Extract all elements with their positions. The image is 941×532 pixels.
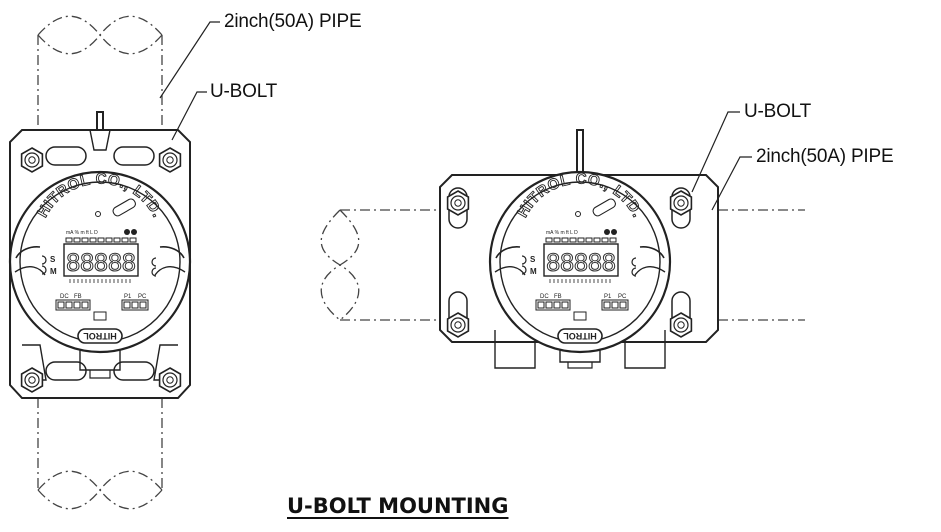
svg-text:FB: FB: [74, 294, 82, 300]
svg-text:P1: P1: [604, 294, 612, 300]
horizontal-pipe: [320, 209, 805, 321]
svg-text:S: S: [50, 255, 56, 264]
left-u-bolt-label: U-BOLT: [210, 81, 278, 102]
right-pipe-label: 2inch(50A) PIPE: [756, 146, 894, 167]
svg-text:88888: 88888: [546, 249, 616, 277]
svg-text:88888: 88888: [66, 249, 136, 277]
svg-text:P1: P1: [124, 294, 132, 300]
svg-text:PC: PC: [138, 294, 147, 300]
svg-text:HITROL: HITROL: [83, 331, 117, 341]
svg-text:M: M: [50, 267, 57, 276]
svg-text:FB: FB: [554, 294, 562, 300]
right-label-leaders: [691, 111, 752, 211]
right-u-bolt-label: U-BOLT: [744, 101, 812, 122]
left-transmitter: HITROL CO., LTD. mA % m ft L D 88888 S M…: [8, 170, 192, 354]
left-label-leaders: [159, 21, 220, 141]
svg-text:DC: DC: [60, 294, 69, 300]
svg-text:mA % m ft L D: mA % m ft L D: [66, 230, 98, 236]
svg-text:DC: DC: [540, 294, 549, 300]
svg-text:S: S: [530, 255, 536, 264]
left-pipe-label: 2inch(50A) PIPE: [224, 11, 362, 32]
svg-text:HITROL: HITROL: [563, 331, 597, 341]
svg-text:PC: PC: [618, 294, 627, 300]
diagram-title: U-BOLT MOUNTING: [287, 494, 509, 518]
vertical-pipe: [37, 15, 163, 510]
right-transmitter: HITROL CO., LTD. mA % m ft L D 88888 S M…: [488, 170, 672, 354]
svg-text:M: M: [530, 267, 537, 276]
left-u-bolt-slots: [45, 146, 155, 381]
svg-text:mA % m ft L D: mA % m ft L D: [546, 230, 578, 236]
